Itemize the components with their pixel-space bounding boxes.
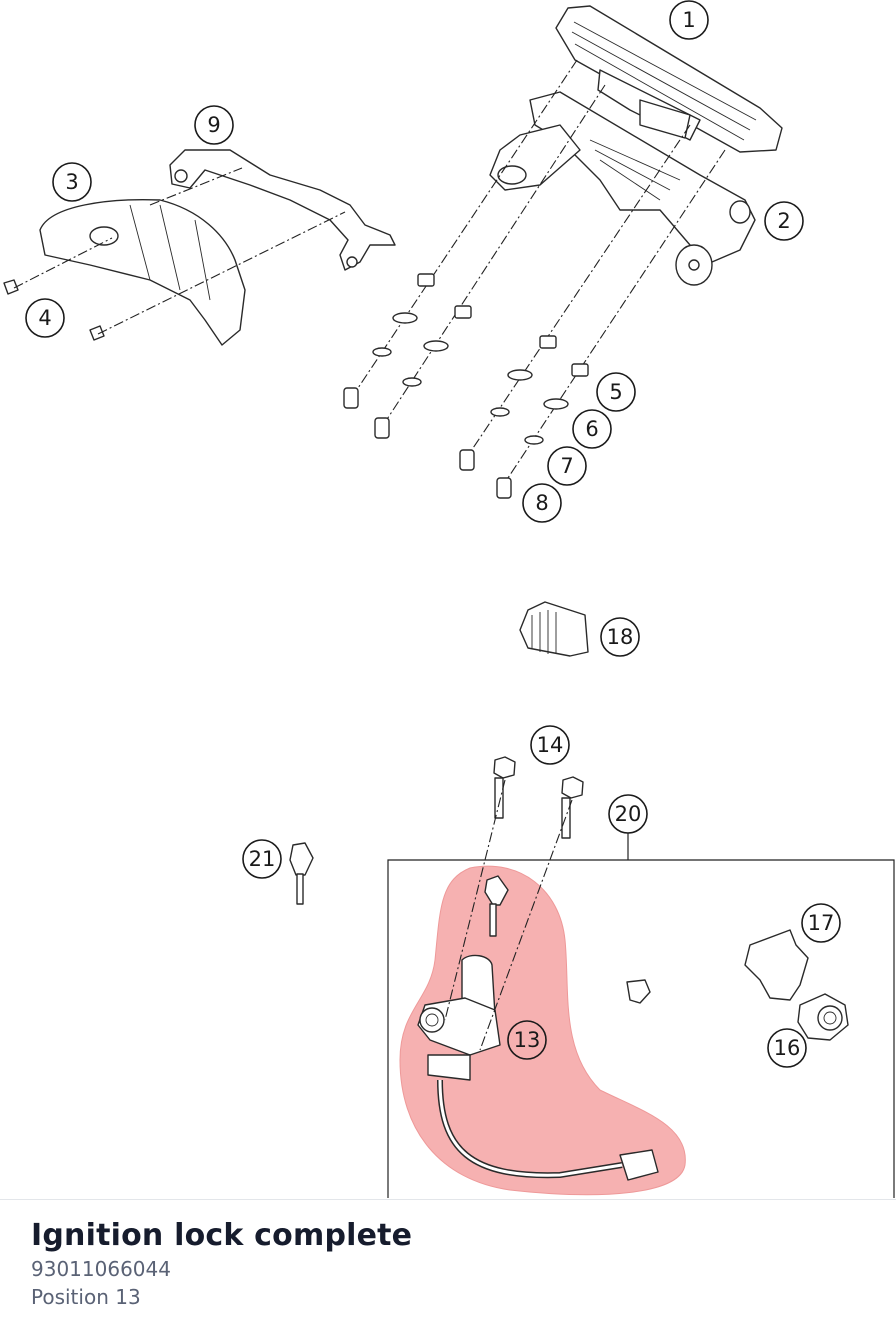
callout-13[interactable]: 13 bbox=[507, 1020, 547, 1060]
svg-text:7: 7 bbox=[560, 454, 573, 478]
svg-text:21: 21 bbox=[249, 847, 276, 871]
callout-14: 14 bbox=[530, 725, 570, 765]
part-info-panel: Ignition lock complete 93011066044 Posit… bbox=[0, 1199, 896, 1336]
callout-9: 9 bbox=[194, 105, 234, 145]
part-title: Ignition lock complete bbox=[31, 1218, 413, 1253]
callout-6: 6 bbox=[572, 409, 612, 449]
svg-text:5: 5 bbox=[609, 380, 622, 404]
svg-text:17: 17 bbox=[808, 911, 835, 935]
assembly-lines-upper bbox=[13, 59, 726, 491]
callout-4: 4 bbox=[25, 298, 65, 338]
part-connector[interactable] bbox=[519, 601, 589, 657]
part-cover-guard[interactable] bbox=[39, 198, 246, 346]
part-ignition-lock[interactable] bbox=[417, 779, 659, 1181]
svg-text:20: 20 bbox=[615, 802, 642, 826]
part-lock-insert[interactable] bbox=[626, 979, 651, 1004]
svg-text:18: 18 bbox=[607, 625, 634, 649]
part-dashboard-display[interactable] bbox=[555, 5, 783, 153]
svg-text:13: 13 bbox=[514, 1028, 541, 1052]
svg-text:16: 16 bbox=[774, 1036, 801, 1060]
callout-21: 21 bbox=[242, 839, 282, 879]
svg-text:1: 1 bbox=[682, 8, 695, 32]
part-holder-bracket[interactable] bbox=[169, 149, 396, 271]
svg-text:9: 9 bbox=[207, 113, 220, 137]
callout-3: 3 bbox=[52, 162, 92, 202]
svg-text:2: 2 bbox=[777, 209, 790, 233]
part-key[interactable] bbox=[289, 842, 314, 905]
svg-text:8: 8 bbox=[535, 491, 548, 515]
part-rubber-grommets-and-bushings[interactable] bbox=[343, 273, 589, 499]
part-set-box bbox=[387, 833, 895, 1198]
svg-text:3: 3 bbox=[65, 170, 78, 194]
svg-text:4: 4 bbox=[38, 306, 51, 330]
callout-7: 7 bbox=[547, 446, 587, 486]
callout-8: 8 bbox=[522, 483, 562, 523]
part-screws[interactable] bbox=[3, 279, 105, 341]
callout-18: 18 bbox=[600, 617, 640, 657]
part-bolts[interactable] bbox=[493, 756, 584, 839]
exploded-parts-diagram: 1 2 3 4 5 6 7 8 9 13 14 16 17 18 20 21 bbox=[3, 0, 895, 1198]
part-mounting-bracket[interactable] bbox=[489, 91, 756, 286]
svg-text:6: 6 bbox=[585, 417, 598, 441]
part-position: Position 13 bbox=[31, 1285, 141, 1309]
callout-20: 20 bbox=[608, 794, 648, 834]
callout-1: 1 bbox=[669, 0, 709, 40]
part-number: 93011066044 bbox=[31, 1257, 171, 1281]
part-lock-cylinder[interactable] bbox=[797, 993, 849, 1041]
callout-5: 5 bbox=[596, 372, 636, 412]
svg-text:14: 14 bbox=[537, 733, 564, 757]
callout-16: 16 bbox=[767, 1028, 807, 1068]
callout-17: 17 bbox=[801, 903, 841, 943]
callout-2: 2 bbox=[764, 201, 804, 241]
part-clamp[interactable] bbox=[744, 929, 809, 1001]
